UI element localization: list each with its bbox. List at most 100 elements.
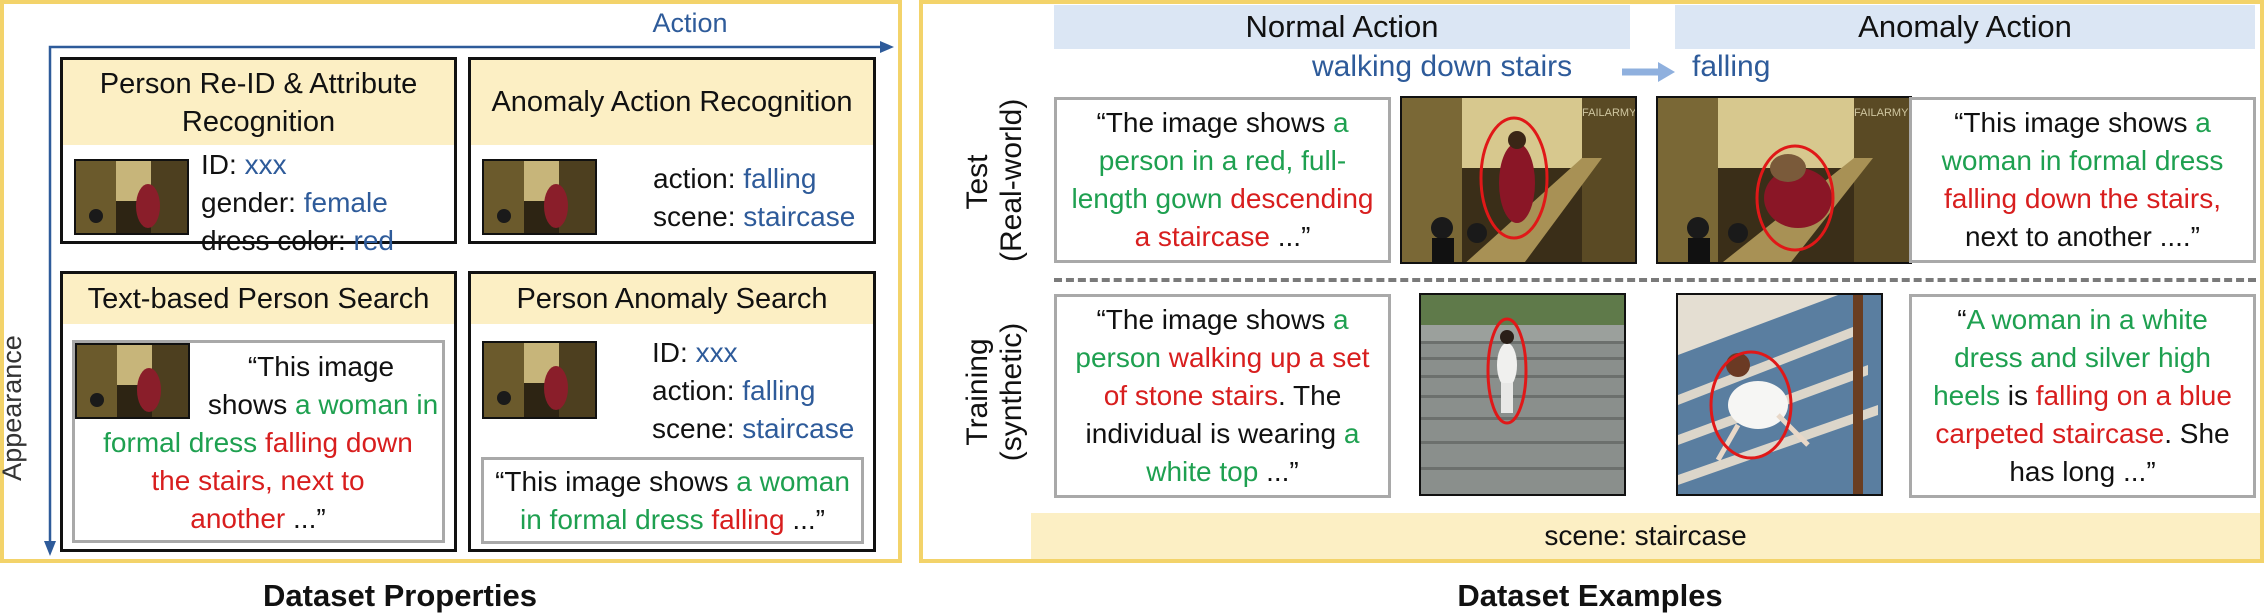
text-search-line2: shows a woman in <box>198 386 448 424</box>
text-search-line5-a: another <box>190 503 286 534</box>
scene-label: scene: <box>653 201 744 232</box>
tn-l2: person in a red, full- <box>1098 145 1347 176</box>
anomaly-search-scene-value: staircase <box>742 413 855 444</box>
tra-l1a: “ <box>1957 304 1967 335</box>
action-axis <box>48 45 882 550</box>
anomaly-search-id: ID: xxx <box>652 334 738 372</box>
tra-l3c: falling on a blue <box>2035 380 2232 411</box>
reid-dress: dress color: red <box>201 222 394 256</box>
anomaly-search-query-line1: “This image shows a woman <box>484 463 861 501</box>
anomaly-search-title: Person Anomaly Search <box>516 283 828 315</box>
anomaly-recognition-title: Anomaly Action Recognition <box>491 86 853 118</box>
q2c: ...” <box>784 504 826 535</box>
reid-title-line2: Recognition <box>181 106 336 138</box>
tra-l3a: heels <box>1933 380 2000 411</box>
trn-l4a: individual is wearing <box>1085 418 1344 449</box>
trn-l5a: white top <box>1146 456 1259 487</box>
trn-l3: of stone stairs. The <box>1057 377 1388 415</box>
anomaly-search-id-label: ID: <box>652 337 696 368</box>
test-anomaly-caption: “This image shows a woman in formal dres… <box>1909 97 2256 263</box>
reid-gender-label: gender: <box>201 187 304 218</box>
row-label-test-l1: Test <box>961 154 994 210</box>
reid-id-label: ID: <box>201 149 245 180</box>
q2a: in formal dress <box>519 504 712 535</box>
scene-footer: scene: staircase <box>1031 513 2260 559</box>
train-anomaly-caption: “A woman in a white dress and silver hig… <box>1909 294 2256 498</box>
tra-l4a: carpeted staircase <box>1935 418 2165 449</box>
text-search-line1: “This image <box>247 351 395 382</box>
tn-l4a: a staircase <box>1134 221 1270 252</box>
row-label-training-l1: Training <box>961 338 994 446</box>
tn-l1a: “The image shows <box>1096 107 1333 138</box>
text-search-line3-b: falling down <box>264 427 413 458</box>
tra-l3b: is <box>2000 380 2036 411</box>
tra-l1: “A woman in a white <box>1912 301 2253 339</box>
q1b: a woman <box>736 466 850 497</box>
anomaly-recognition-action: action: falling <box>653 160 816 198</box>
normal-header: Normal Action <box>1054 5 1630 49</box>
scene-footer-text: scene: staircase <box>1544 520 1747 551</box>
text-search-line5-b: ...” <box>285 503 326 534</box>
trn-l1b: a <box>1332 304 1349 335</box>
axes <box>44 41 894 556</box>
action-arrowhead <box>880 41 894 53</box>
ta-l3: falling down the stairs, <box>1943 183 2222 214</box>
reid-dress-label: dress color: <box>201 225 354 256</box>
tra-l3: heels is falling on a blue <box>1912 377 2253 415</box>
anomaly-recognition-scene: scene: staircase <box>653 198 855 236</box>
reid-box: Person Re-ID & Attribute Recognition ID:… <box>60 57 457 256</box>
trn-l5b: ...” <box>1258 456 1299 487</box>
tn-l4b: ...” <box>1269 221 1311 252</box>
appearance-arrowhead <box>44 541 56 556</box>
q2b: falling <box>711 504 785 535</box>
text-search-line3: formal dress falling down <box>63 424 453 462</box>
trn-l4: individual is wearing a <box>1057 415 1388 453</box>
real-world-fall-photo: FAILARMY <box>1658 98 1910 262</box>
row-label-training-l2: (synthetic) <box>995 322 1028 462</box>
anomaly-search-header: Person Anomaly Search <box>471 274 873 324</box>
normal-action-label: walking down stairs <box>1312 50 1573 83</box>
test-anomaly-image: FAILARMY <box>1656 96 1912 264</box>
reid-title-line1: Person Re-ID & Attribute <box>99 68 418 100</box>
text-search-line3-a: formal dress <box>103 427 265 458</box>
train-normal-image <box>1419 293 1626 496</box>
anomaly-search-thumbnail <box>482 341 597 419</box>
synthetic-blue-stairs-fall-photo <box>1678 295 1881 494</box>
text-search-box: Text-based Person Search “This image sho… <box>60 271 457 552</box>
anomaly-header: Anomaly Action <box>1675 5 2255 49</box>
appearance-axis-text: Appearance <box>0 335 27 481</box>
action-value: falling <box>743 163 817 194</box>
trn-l4b: a <box>1343 418 1360 449</box>
real-world-stair-photo: FAILARMY <box>1402 98 1637 262</box>
text-search-query-frame <box>72 340 445 543</box>
test-normal-caption: “The image shows a person in a red, full… <box>1054 97 1391 263</box>
test-normal-watermark: FAILARMY <box>1582 107 1637 119</box>
ta-l1a: “This image shows <box>1954 107 2196 138</box>
text-search-thumbnail <box>75 343 190 419</box>
anomaly-search-scene: scene: staircase <box>652 410 854 448</box>
anomaly-search-action: action: falling <box>652 372 815 410</box>
anomaly-header-text: Anomaly Action <box>1858 9 2072 44</box>
tn-l1: “The image shows a <box>1057 104 1388 142</box>
tn-l4: a staircase ...” <box>1057 218 1388 256</box>
reid-id: ID: xxx <box>201 146 287 184</box>
tn-l3b: descending <box>1230 183 1374 214</box>
action-transition-arrow <box>1622 62 1675 82</box>
action-label: action: <box>653 163 744 194</box>
properties-panel <box>0 0 902 563</box>
text-search-header: Text-based Person Search <box>63 274 454 324</box>
anomaly-search-scene-label: scene: <box>652 413 743 444</box>
trn-l3a: of stone stairs <box>1103 380 1278 411</box>
anomaly-search-action-value: falling <box>742 375 816 406</box>
trn-l2: person walking up a set <box>1057 339 1388 377</box>
trn-l1a: “The image shows <box>1096 304 1333 335</box>
tra-l4: carpeted staircase. She <box>1912 415 2253 453</box>
normal-header-text: Normal Action <box>1245 9 1439 44</box>
row-label-test: Test (Real-world) <box>961 98 1029 262</box>
scene-value: staircase <box>743 201 856 232</box>
row-label-test-l2: (Real-world) <box>995 98 1028 262</box>
anomaly-search-action-label: action: <box>652 375 743 406</box>
text-search-title: Text-based Person Search <box>87 283 430 315</box>
ta-l4: next to another ....” <box>1964 221 2201 252</box>
train-normal-caption: “The image shows a person walking up a s… <box>1054 294 1391 498</box>
